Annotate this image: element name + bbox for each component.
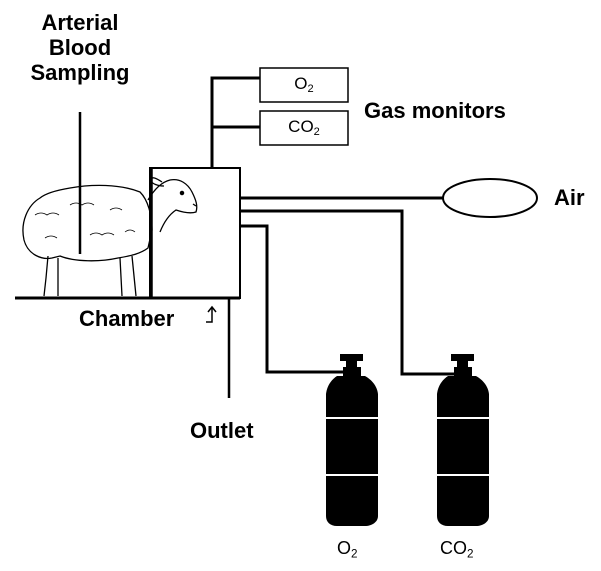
o2-supply-tube	[240, 224, 351, 374]
o2-cylinder-label: O2	[337, 538, 358, 561]
o2-monitor-box	[259, 67, 349, 103]
co2-cylinder	[437, 354, 489, 526]
air-bag	[442, 178, 538, 218]
chamber-label: Chamber	[79, 306, 175, 331]
arterial-sampling-label: Arterial Blood Sampling	[6, 10, 154, 85]
arterial-label-line1: Arterial	[41, 10, 119, 35]
arterial-label-line2: Blood	[48, 35, 112, 60]
air-label: Air	[554, 185, 585, 210]
gas-monitors-label: Gas monitors	[364, 98, 506, 123]
co2-monitor-box	[259, 110, 349, 146]
sheep-illustration	[22, 177, 198, 297]
arterial-label-line3: Sampling	[30, 60, 130, 85]
o2-cylinder	[326, 354, 378, 526]
co2-monitor-label: CO2	[288, 117, 320, 139]
outlet-label: Outlet	[190, 418, 254, 443]
chamber-arrow	[206, 305, 217, 323]
co2-cylinder-label: CO2	[440, 538, 474, 561]
o2-monitor-label: O2	[294, 74, 314, 96]
co2-supply-tube	[240, 209, 462, 376]
monitor-tubing	[210, 76, 260, 168]
chamber-box	[149, 167, 241, 299]
